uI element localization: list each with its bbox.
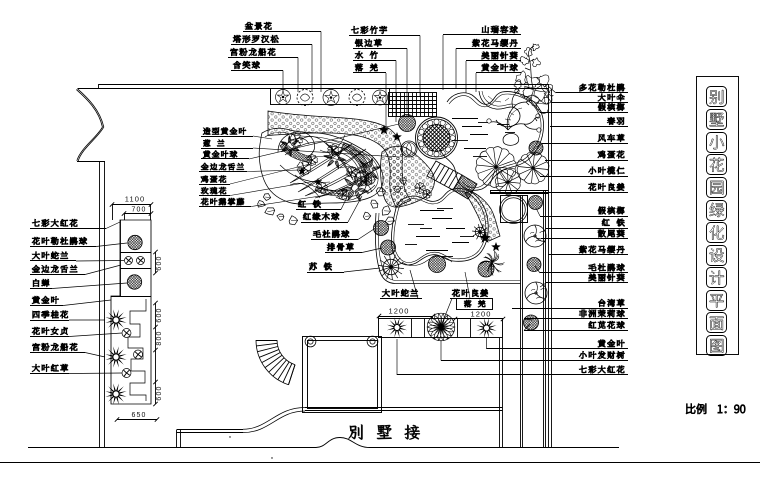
svg-text:1200: 1200 xyxy=(470,310,491,319)
svg-text:600: 600 xyxy=(156,385,163,400)
svg-text:1200: 1200 xyxy=(388,307,409,316)
svg-text:600: 600 xyxy=(156,307,163,322)
svg-text:700: 700 xyxy=(132,207,147,214)
svg-text:800: 800 xyxy=(156,330,163,345)
svg-text:1100: 1100 xyxy=(125,195,146,204)
svg-text:650: 650 xyxy=(132,412,147,419)
svg-text:600: 600 xyxy=(156,255,163,270)
